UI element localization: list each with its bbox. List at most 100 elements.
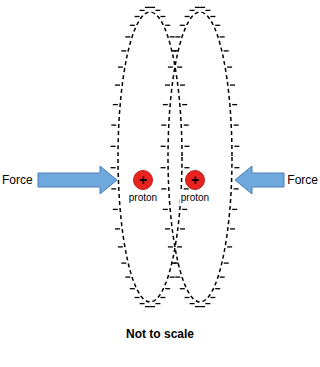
minus-sign xyxy=(111,146,116,147)
minus-sign xyxy=(161,146,166,147)
minus-sign xyxy=(118,66,123,67)
minus-sign xyxy=(220,36,225,37)
minus-sign xyxy=(165,84,170,85)
minus-sign xyxy=(155,10,160,11)
minus-sign xyxy=(163,104,168,105)
minus-sign xyxy=(130,25,135,26)
minus-sign xyxy=(182,209,187,210)
minus-sign xyxy=(205,303,210,304)
minus-sign xyxy=(168,66,173,67)
minus-sign xyxy=(150,7,155,8)
minus-sign xyxy=(155,303,160,304)
minus-sign xyxy=(125,276,130,277)
minus-sign xyxy=(180,288,185,289)
minus-sign xyxy=(150,306,155,307)
minus-sign xyxy=(121,262,126,263)
minus-sign xyxy=(177,66,182,67)
minus-sign xyxy=(161,124,166,125)
minus-sign xyxy=(220,276,225,277)
minus-sign xyxy=(121,50,126,51)
minus-sign xyxy=(170,36,175,37)
minus-sign xyxy=(163,209,168,210)
minus-sign xyxy=(140,303,145,304)
minus-sign xyxy=(118,246,123,247)
minus-sign xyxy=(215,288,220,289)
minus-sign xyxy=(180,228,185,229)
minus-sign xyxy=(135,16,140,17)
minus-sign xyxy=(113,209,118,210)
force-arrow xyxy=(235,166,284,194)
minus-sign xyxy=(180,25,185,26)
charge-sign: + xyxy=(133,170,153,190)
minus-sign xyxy=(210,297,215,298)
minus-sign xyxy=(130,288,135,289)
minus-sign xyxy=(165,228,170,229)
minus-sign xyxy=(111,124,116,125)
minus-sign xyxy=(168,246,173,247)
electron-cloud xyxy=(118,12,182,302)
minus-sign xyxy=(171,50,176,51)
minus-sign xyxy=(185,297,190,298)
minus-sign xyxy=(185,16,190,17)
minus-sign xyxy=(230,84,235,85)
charge-sign: + xyxy=(185,170,205,190)
minus-sign xyxy=(184,188,189,189)
minus-sign xyxy=(111,188,116,189)
minus-sign xyxy=(115,84,120,85)
force-label: Force xyxy=(2,173,33,187)
minus-sign xyxy=(210,16,215,17)
minus-sign xyxy=(234,167,239,168)
minus-sign xyxy=(160,297,165,298)
charge-marks xyxy=(111,7,240,306)
minus-sign xyxy=(224,262,229,263)
minus-sign xyxy=(224,50,229,51)
minus-sign xyxy=(190,303,195,304)
minus-sign xyxy=(111,167,116,168)
minus-sign xyxy=(184,146,189,147)
minus-sign xyxy=(232,104,237,105)
minus-sign xyxy=(161,167,166,168)
force-arrow xyxy=(38,166,117,194)
minus-sign xyxy=(171,262,176,263)
minus-sign xyxy=(113,104,118,105)
minus-sign xyxy=(180,84,185,85)
minus-sign xyxy=(177,246,182,247)
minus-sign xyxy=(190,10,195,11)
minus-sign xyxy=(184,167,189,168)
particle-label: proton xyxy=(180,192,210,204)
minus-sign xyxy=(234,124,239,125)
minus-sign xyxy=(140,10,145,11)
minus-sign xyxy=(125,36,130,37)
minus-sign xyxy=(161,188,166,189)
minus-sign xyxy=(135,297,140,298)
minus-sign xyxy=(205,10,210,11)
minus-sign xyxy=(195,306,200,307)
minus-sign xyxy=(160,16,165,17)
minus-sign xyxy=(145,306,150,307)
proton: + proton xyxy=(121,170,165,204)
minus-sign xyxy=(227,66,232,67)
minus-sign xyxy=(182,104,187,105)
force-label: Force xyxy=(287,173,318,187)
particle-label: proton xyxy=(128,192,158,204)
minus-sign xyxy=(165,25,170,26)
minus-sign xyxy=(200,306,205,307)
minus-sign xyxy=(234,146,239,147)
minus-sign xyxy=(215,25,220,26)
caption: Not to scale xyxy=(0,327,320,341)
minus-sign xyxy=(115,228,120,229)
minus-sign xyxy=(170,276,175,277)
minus-sign xyxy=(230,228,235,229)
minus-sign xyxy=(200,7,205,8)
electron-cloud xyxy=(168,12,232,302)
minus-sign xyxy=(227,246,232,247)
minus-sign xyxy=(232,209,237,210)
minus-sign xyxy=(145,7,150,8)
minus-sign xyxy=(234,188,239,189)
minus-sign xyxy=(165,288,170,289)
minus-sign xyxy=(175,36,180,37)
proton: + proton xyxy=(173,170,217,204)
minus-sign xyxy=(195,7,200,8)
minus-sign xyxy=(175,276,180,277)
